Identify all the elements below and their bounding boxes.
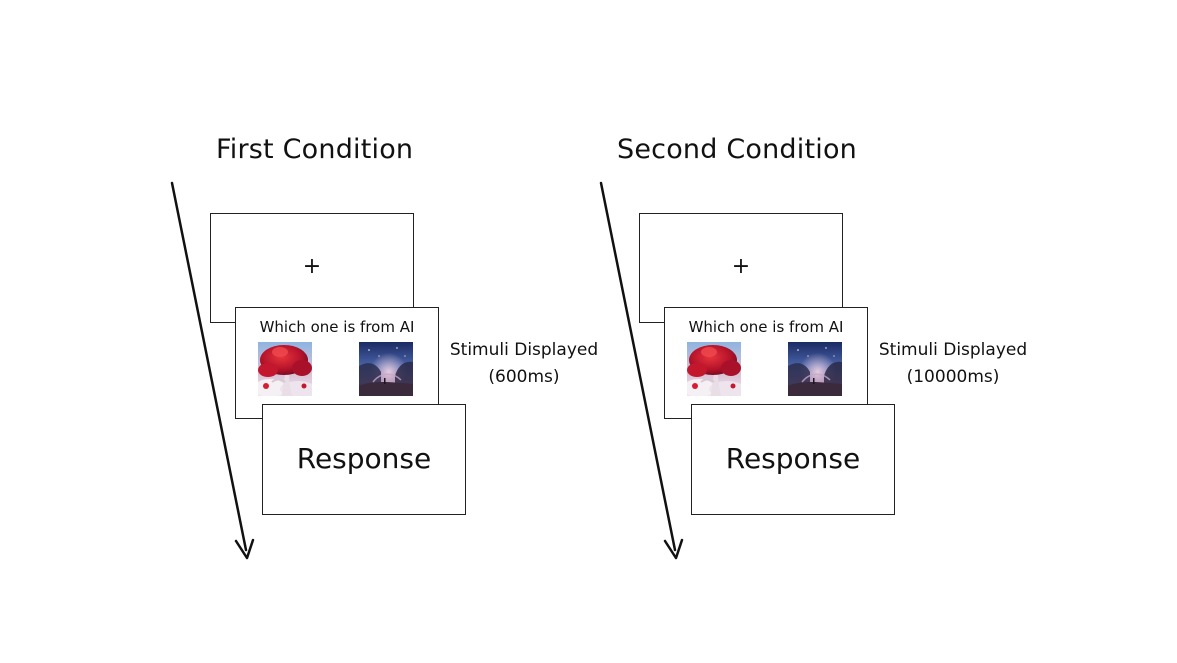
response-screen: Response	[691, 404, 895, 515]
caption-line-1: Stimuli Displayed	[449, 340, 599, 360]
stimuli-screen: Which one is from AI	[664, 307, 868, 419]
response-screen: Response	[262, 404, 466, 515]
red-tree-painting-thumbnail	[258, 342, 312, 396]
stimuli-question: Which one is from AI	[688, 318, 844, 336]
condition-title: First Condition	[216, 134, 414, 165]
night-sky-painting-thumbnail	[788, 342, 842, 396]
time-arrow-icon	[599, 181, 684, 560]
time-arrow-icon	[170, 181, 255, 560]
caption-line-1: Stimuli Displayed	[878, 340, 1028, 360]
first-condition-panel: First Condition + Which one is from AI	[168, 0, 598, 663]
second-condition-panel: Second Condition + Which one is from AI	[597, 0, 1027, 663]
stimuli-question: Which one is from AI	[259, 318, 415, 336]
red-tree-painting-thumbnail	[687, 342, 741, 396]
fixation-screen: +	[210, 213, 414, 323]
fixation-cross: +	[302, 254, 322, 279]
response-label: Response	[296, 442, 432, 475]
response-label: Response	[725, 442, 861, 475]
stimuli-screen: Which one is from AI	[235, 307, 439, 419]
fixation-screen: +	[639, 213, 843, 323]
fixation-cross: +	[731, 254, 751, 279]
caption-line-2: (600ms)	[488, 367, 560, 387]
stimuli-duration-caption: Stimuli Displayed (10000ms)	[873, 337, 1033, 391]
night-sky-painting-thumbnail	[359, 342, 413, 396]
condition-title: Second Condition	[617, 134, 857, 165]
caption-line-2: (10000ms)	[906, 367, 1000, 387]
stimuli-duration-caption: Stimuli Displayed (600ms)	[444, 337, 604, 391]
